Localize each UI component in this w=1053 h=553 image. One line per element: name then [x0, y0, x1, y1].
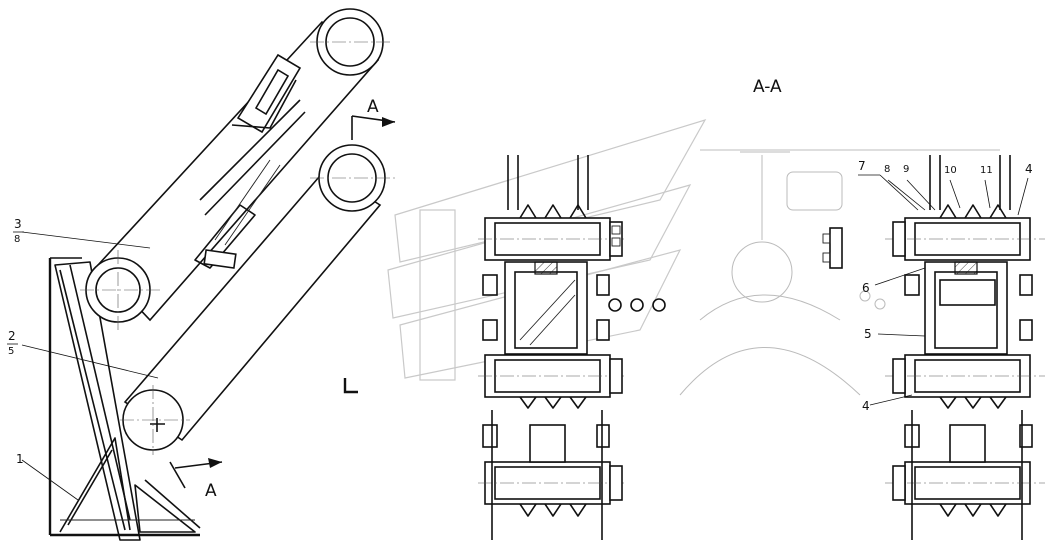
section-view-left-assembly: [478, 155, 666, 540]
cut-mark-upper: A: [367, 97, 379, 117]
callout-11: 11: [980, 165, 993, 176]
callout-4-top: 4: [1025, 162, 1033, 176]
background-ghost-geometry: [679, 151, 886, 396]
section-title: A-A: [753, 77, 782, 97]
side-elevation-view: [21, 8, 396, 541]
callout-4-bottom: 4: [862, 399, 870, 413]
callout-8: 8: [884, 164, 890, 175]
callout-10: 10: [944, 165, 957, 176]
callout-2: 2: [8, 329, 16, 343]
section-view-right-assembly: [885, 155, 1045, 540]
callout-9: 9: [903, 164, 909, 175]
cut-mark-lower: A: [205, 481, 217, 501]
callout-5: 5: [864, 327, 872, 341]
callout-2-sub: 5: [8, 346, 14, 357]
callout-6: 6: [862, 281, 870, 295]
right-callout-leaders: [858, 174, 1029, 406]
callout-1: 1: [16, 452, 24, 466]
callout-7: 7: [858, 159, 866, 173]
callout-3: 3: [14, 217, 22, 231]
callout-3-sub: 8: [14, 234, 20, 245]
